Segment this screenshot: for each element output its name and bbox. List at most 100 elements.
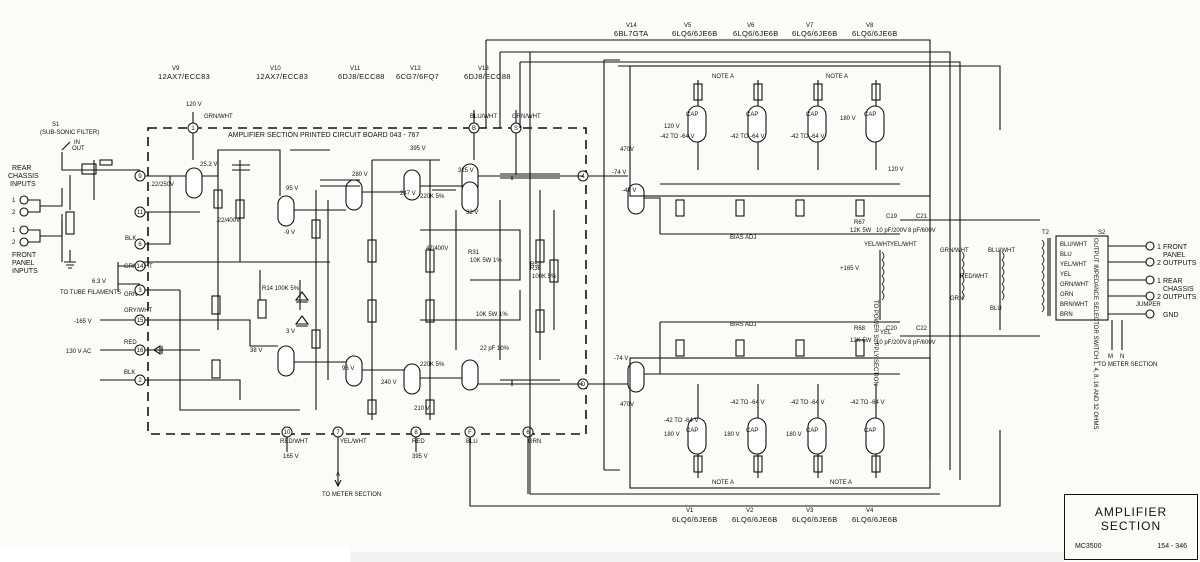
svg-text:12AX7/ECC83: 12AX7/ECC83 (256, 72, 308, 81)
svg-text:V2: V2 (746, 508, 754, 514)
svg-text:32 V: 32 V (466, 210, 478, 216)
svg-text:180 V: 180 V (664, 432, 680, 438)
svg-text:RED/WHT: RED/WHT (960, 274, 988, 280)
svg-text:180 V: 180 V (786, 432, 802, 438)
svg-text:RED: RED (412, 439, 425, 445)
tube-header-v1: V1 6LQ6/6JE6B (672, 508, 718, 524)
svg-text:R68: R68 (854, 326, 866, 332)
svg-text:325 V: 325 V (458, 168, 474, 174)
svg-text:2: 2 (1157, 260, 1161, 267)
svg-text:6DJ8/ECC88: 6DJ8/ECC88 (464, 72, 511, 81)
svg-text:2: 2 (12, 210, 16, 216)
svg-text:R31: R31 (468, 250, 480, 256)
svg-text:9: 9 (138, 174, 142, 180)
svg-text:GRN: GRN (950, 296, 963, 302)
svg-text:.22/400V: .22/400V (216, 218, 240, 224)
svg-text:+165 V: +165 V (840, 266, 859, 272)
svg-text:R53: R53 (530, 262, 542, 268)
title-line-2: SECTION (1100, 519, 1162, 533)
svg-text:C21: C21 (916, 214, 928, 220)
svg-text:BLU: BLU (1060, 252, 1072, 258)
svg-text:GRN/WHT: GRN/WHT (1060, 282, 1089, 288)
svg-text:YEL: YEL (880, 330, 892, 336)
svg-text:6BL7GTA: 6BL7GTA (614, 29, 648, 38)
tube-header-v12: V12 6CG7/6FQ7 (396, 66, 439, 81)
svg-text:14: 14 (137, 264, 144, 270)
svg-text:V10: V10 (270, 66, 281, 72)
svg-text:GRN: GRN (124, 292, 137, 298)
svg-text:-42 TO -64 V: -42 TO -64 V (660, 134, 694, 140)
svg-text:210 V: 210 V (414, 406, 430, 412)
svg-text:CAP: CAP (864, 428, 876, 434)
svg-text:25.2 V: 25.2 V (200, 162, 217, 168)
top-nodes: 1 120 V GRN/WHT B BLU/WHT S GRN/WHT 4 D (186, 102, 589, 390)
driver-section: 470V -74 V -42 V -74 V 470V (469, 39, 1001, 507)
svg-text:6LQ6/6JE6B: 6LQ6/6JE6B (852, 515, 898, 524)
svg-text:6LQ6/6JE6B: 6LQ6/6JE6B (732, 515, 778, 524)
svg-text:2: 2 (1157, 294, 1161, 301)
svg-text:8 pF/600V: 8 pF/600V (908, 228, 936, 234)
svg-text:6DJ8/ECC88: 6DJ8/ECC88 (338, 72, 385, 81)
svg-text:(SUB-SONIC FILTER): (SUB-SONIC FILTER) (40, 130, 99, 136)
svg-text:22 pF 10%: 22 pF 10% (480, 346, 510, 352)
svg-text:-9 V: -9 V (284, 230, 295, 236)
title-block: AMPLIFIER SECTION MC3500 154 - 346 (1064, 494, 1198, 560)
svg-text:-42 TO -64 V: -42 TO -64 V (790, 134, 824, 140)
svg-text:100K 5%: 100K 5% (532, 274, 557, 280)
svg-text:S2: S2 (1098, 230, 1106, 236)
output-stage-bottom: CAP CAP CAP CAP NOTE A NOTE A BIAS ADJ 1… (629, 321, 931, 489)
svg-text:-42 TO -64 V: -42 TO -64 V (730, 400, 764, 406)
svg-text:TO POWER SUPPLY SECTION: TO POWER SUPPLY SECTION (872, 300, 878, 386)
svg-text:220K 5%: 220K 5% (420, 194, 445, 200)
svg-text:INPUTS: INPUTS (10, 181, 36, 188)
svg-text:CAP: CAP (746, 428, 758, 434)
svg-text:GRN: GRN (1060, 292, 1073, 298)
svg-text:YEL: YEL (1060, 272, 1072, 278)
tube-header-v4: V4 6LQ6/6JE6B (852, 508, 898, 524)
power-supply-connections: YEL/WHT YEL/WHT YEL +165 V TO POWER SUPP… (840, 214, 1040, 386)
svg-text:V3: V3 (806, 508, 814, 514)
svg-text:BLU/WHT: BLU/WHT (988, 248, 1015, 254)
svg-text:6LQ6/6JE6B: 6LQ6/6JE6B (672, 515, 718, 524)
svg-text:180 V: 180 V (840, 116, 856, 122)
svg-text:OUTPUTS: OUTPUTS (1163, 260, 1197, 267)
svg-text:47/400V: 47/400V (426, 246, 448, 252)
svg-text:S1: S1 (52, 122, 60, 128)
svg-text:V14: V14 (626, 23, 637, 29)
tube-header-v3: V3 6LQ6/6JE6B (792, 508, 837, 524)
svg-text:120 V: 120 V (186, 102, 202, 108)
svg-text:3 V: 3 V (286, 329, 295, 335)
svg-text:8: 8 (414, 430, 418, 436)
title-line-1: AMPLIFIER (1094, 505, 1168, 519)
svg-text:TO METER SECTION: TO METER SECTION (322, 492, 381, 498)
svg-text:6CG7/6FQ7: 6CG7/6FQ7 (396, 72, 439, 81)
svg-text:8 pF/600V: 8 pF/600V (908, 340, 936, 346)
svg-text:10 pF/200V: 10 pF/200V (876, 228, 907, 234)
tube-header-v8: V8 6LQ6/6JE6B (852, 23, 897, 38)
svg-text:V1: V1 (686, 508, 694, 514)
svg-text:RED: RED (124, 340, 137, 346)
svg-text:10 pF/200V: 10 pF/200V (876, 340, 907, 346)
svg-text:C22: C22 (916, 326, 928, 332)
svg-text:R67: R67 (854, 220, 866, 226)
svg-text:6LQ6/6JE6B: 6LQ6/6JE6B (733, 29, 779, 38)
svg-text:INPUTS: INPUTS (12, 268, 38, 275)
svg-text:N: N (1120, 354, 1124, 360)
svg-text:BIAS ADJ: BIAS ADJ (730, 322, 756, 328)
svg-text:OUT: OUT (72, 146, 85, 152)
svg-text:280 V: 280 V (352, 172, 368, 178)
output-terminals: 1 2 1 2 FRONT PANEL OUTPUTS REAR CHASSIS… (1136, 241, 1197, 319)
svg-text:V12: V12 (410, 66, 421, 72)
svg-text:395 V: 395 V (412, 454, 428, 460)
svg-text:120 V: 120 V (888, 167, 904, 173)
svg-text:38 V: 38 V (250, 348, 262, 354)
tube-header-v6: V6 6LQ6/6JE6B (733, 23, 779, 38)
svg-text:6LQ6/6JE6B: 6LQ6/6JE6B (792, 29, 838, 38)
svg-text:PANEL: PANEL (1163, 252, 1186, 259)
svg-text:TO METER SECTION: TO METER SECTION (1098, 362, 1157, 368)
svg-text:240 V: 240 V (381, 380, 397, 386)
svg-text:GRN/WHT: GRN/WHT (940, 248, 969, 254)
svg-text:6.3 V: 6.3 V (92, 279, 106, 285)
input-section: REAR CHASSIS INPUTS FRONT PANEL INPUTS 1… (8, 122, 140, 275)
